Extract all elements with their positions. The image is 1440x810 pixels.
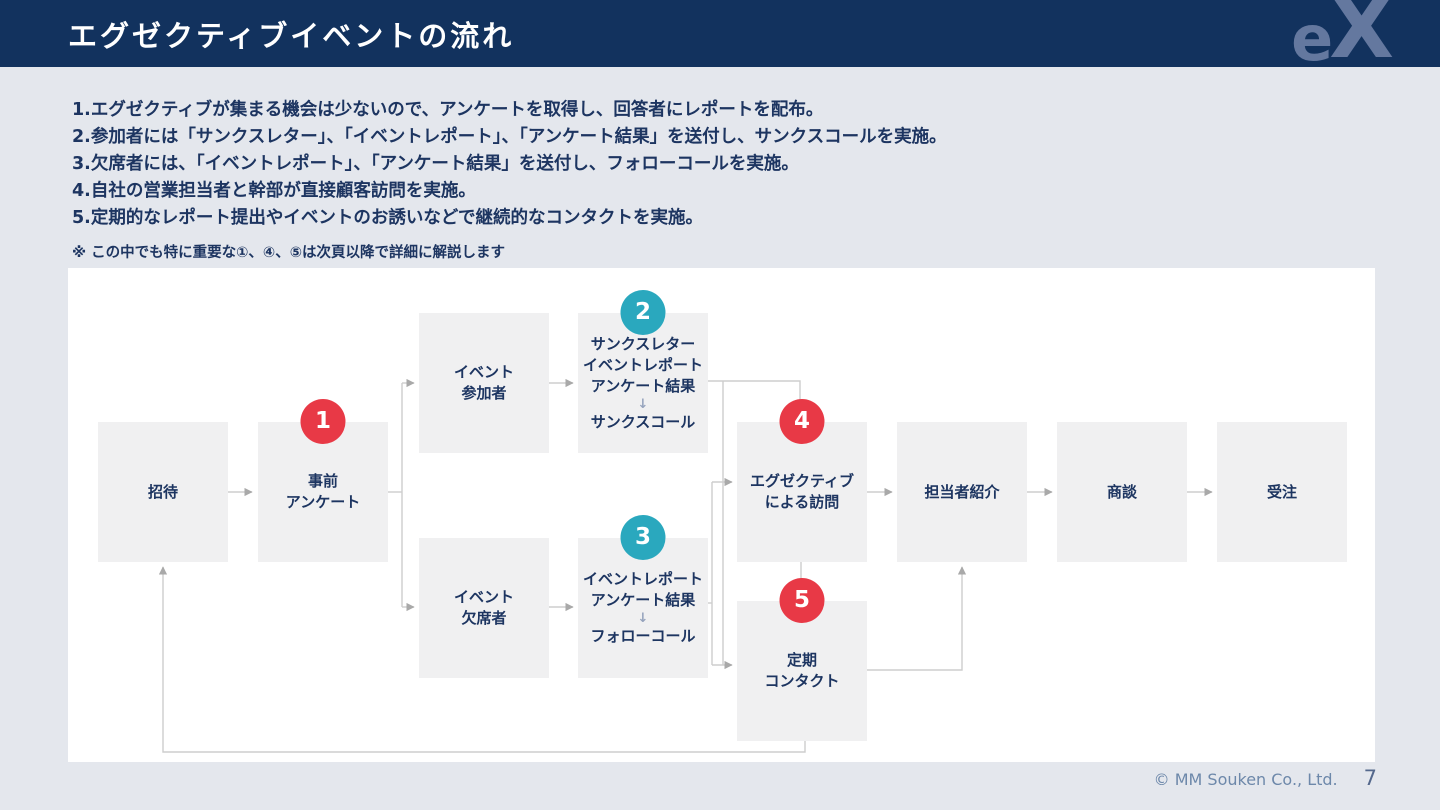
node-label: 定期 <box>786 651 817 669</box>
ex-logo-x: X <box>1329 0 1394 77</box>
node-label: サンクスレター <box>590 334 696 353</box>
header-bar: エグゼクティブイベントの流れ e X <box>0 0 1440 77</box>
flow-node-pre-survey: 1 事前 アンケート <box>258 399 388 562</box>
node-label: アンケート結果 <box>590 591 696 609</box>
node-label: 受注 <box>1266 482 1297 501</box>
node-label: コンタクト <box>764 672 840 690</box>
flow-node-executive-visit: 4 エグゼクティブ による訪問 <box>737 399 867 562</box>
page-number: 7 <box>1363 766 1377 790</box>
flow-node-periodic-contact: 5 定期 コンタクト <box>737 578 867 741</box>
node-label: 担当者紹介 <box>924 482 1000 501</box>
ex-logo: e X <box>1291 0 1394 77</box>
node-label: 参加者 <box>461 384 507 402</box>
copyright-text: © MM Souken Co., Ltd. <box>1153 770 1338 789</box>
flow-node-order: 受注 <box>1217 422 1347 562</box>
down-arrow-icon: ↓ <box>637 611 649 626</box>
intro-item-3: 3.欠席者には、「イベントレポート」、「アンケート結果」を送付し、フォローコール… <box>72 154 799 174</box>
flow-panel: 招待 1 事前 アンケート イベント 参加者 2 サンクスレター イベントレポー… <box>68 268 1375 762</box>
node-label: イベント <box>453 363 514 381</box>
intro-list: 1.エグゼクティブが集まる機会は少ないので、アンケートを取得し、回答者にレポート… <box>72 97 947 232</box>
node-label: アンケート結果 <box>590 376 696 395</box>
step-badge-2: 2 <box>620 290 666 335</box>
step-badge-3: 3 <box>620 515 666 560</box>
page-title: エグゼクティブイベントの流れ <box>68 19 515 53</box>
footer: © MM Souken Co., Ltd. 7 <box>1154 766 1377 790</box>
intro-item-2: 2.参加者には「サンクスレター」、「イベントレポート」、「アンケート結果」を送付… <box>72 127 947 147</box>
node-label: サンクスコール <box>590 412 696 431</box>
step-badge-1: 1 <box>300 399 346 444</box>
node-label: 商談 <box>1106 482 1137 501</box>
intro-item-1: 1.エグゼクティブが集まる機会は少ないので、アンケートを取得し、回答者にレポート… <box>72 100 824 120</box>
node-label: による訪問 <box>764 493 840 511</box>
intro-item-4: 4.自社の営業担当者と幹部が直接顧客訪問を実施。 <box>72 181 476 201</box>
node-label: 欠席者 <box>461 609 507 627</box>
flow-node-thanks-set: 2 サンクスレター イベントレポート アンケート結果 ↓ サンクスコール <box>578 290 708 453</box>
flow-connectors <box>158 378 1213 753</box>
node-label: フォローコール <box>590 627 696 645</box>
step-badge-4: 4 <box>779 399 825 444</box>
node-label: イベントレポート <box>582 570 703 588</box>
step-badge-5: 5 <box>779 578 825 623</box>
node-label: 招待 <box>147 482 178 501</box>
node-label: 事前 <box>307 472 338 490</box>
intro-note: ※ この中でも特に重要な①、④、⑤は次頁以降で詳細に解説します <box>72 245 505 261</box>
down-arrow-icon: ↓ <box>637 396 649 412</box>
intro-item-5: 5.定期的なレポート提出やイベントのお誘いなどで継続的なコンタクトを実施。 <box>72 208 703 228</box>
flow-node-absentees: イベント 欠席者 <box>419 538 549 678</box>
node-label: イベントレポート <box>582 355 703 374</box>
flow-node-invite: 招待 <box>98 422 228 562</box>
node-label: エグゼクティブ <box>749 472 855 490</box>
ex-logo-e: e <box>1291 2 1333 75</box>
flow-node-rep-introduction: 担当者紹介 <box>897 422 1027 562</box>
flow-node-participants: イベント 参加者 <box>419 313 549 453</box>
node-label: イベント <box>453 588 514 606</box>
flow-node-follow-set: 3 イベントレポート アンケート結果 ↓ フォローコール <box>578 515 708 678</box>
node-label: アンケート <box>285 493 361 511</box>
flow-node-negotiation: 商談 <box>1057 422 1187 562</box>
